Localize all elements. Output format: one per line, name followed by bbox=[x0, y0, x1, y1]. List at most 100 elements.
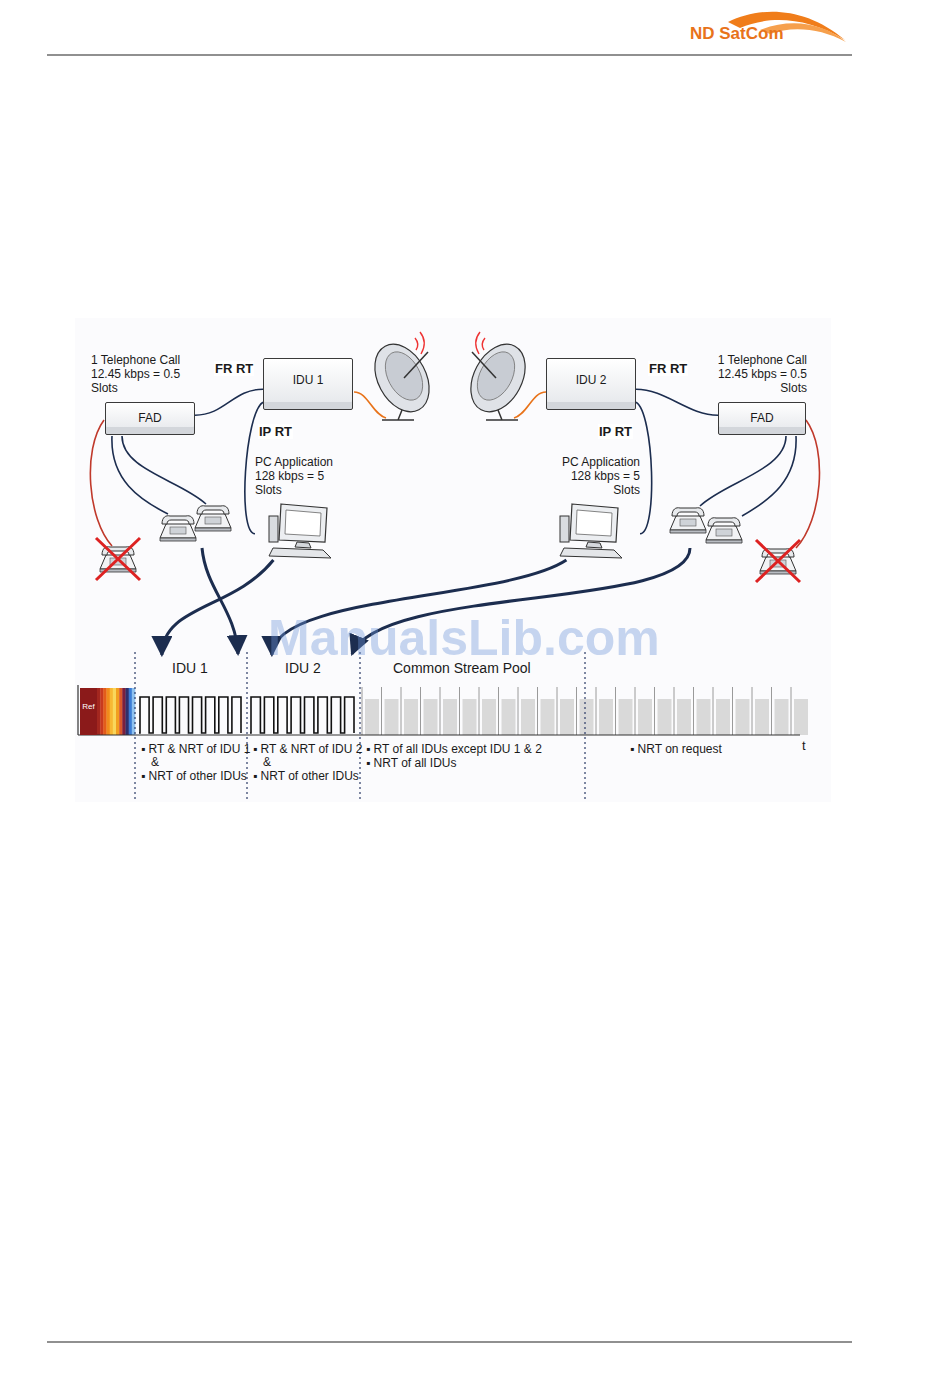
flow-arrow bbox=[202, 548, 238, 654]
slot-tick bbox=[752, 687, 753, 735]
device-name: FAD bbox=[719, 411, 805, 425]
slot-note: ▪ NRT of all IDUs bbox=[366, 757, 589, 770]
common-slot bbox=[794, 699, 808, 735]
slot-tick bbox=[596, 687, 597, 735]
slot-tick bbox=[518, 687, 519, 735]
slot-tick bbox=[635, 687, 636, 735]
flow-arrow bbox=[162, 560, 274, 655]
common-slot bbox=[580, 699, 594, 735]
device-box: IDU 2 bbox=[546, 358, 636, 410]
call-note: 1 Telephone Call 12.45 kbps = 0.5 Slots bbox=[695, 353, 807, 395]
slot-tick bbox=[713, 687, 714, 735]
slot-tick bbox=[401, 687, 402, 735]
pc-tower bbox=[560, 516, 569, 542]
reference-label: Ref bbox=[80, 702, 97, 711]
monitor-stand bbox=[295, 542, 311, 548]
slot-heading: IDU 1 bbox=[172, 660, 208, 676]
phone-wire bbox=[122, 436, 206, 504]
slot-tick bbox=[791, 687, 792, 735]
common-slot bbox=[599, 699, 613, 735]
reference-stripe bbox=[100, 688, 104, 735]
slot-tick bbox=[537, 687, 538, 735]
keyboard bbox=[269, 548, 331, 558]
screen bbox=[285, 510, 321, 536]
telephone bbox=[670, 508, 706, 533]
pc-icon bbox=[267, 502, 337, 560]
common-slot bbox=[755, 699, 769, 735]
slot-tick bbox=[440, 687, 441, 735]
slot-tick bbox=[771, 687, 772, 735]
link-label: FR RT bbox=[214, 361, 254, 376]
common-slot bbox=[658, 699, 672, 735]
reference-stripe bbox=[103, 688, 107, 735]
reference-stripe bbox=[119, 688, 123, 735]
time-axis bbox=[78, 734, 800, 735]
drawing-part bbox=[378, 346, 431, 407]
common-slot bbox=[697, 699, 711, 735]
dish-cable bbox=[354, 392, 386, 418]
slot-tick bbox=[674, 687, 675, 735]
drawing-part bbox=[470, 346, 523, 407]
device-name: IDU 1 bbox=[264, 373, 352, 387]
slot-tick bbox=[576, 687, 577, 735]
link-cable bbox=[195, 389, 263, 415]
common-slot bbox=[677, 699, 691, 735]
slot-note: ▪ RT of all IDUs except IDU 1 & 2 bbox=[366, 743, 589, 756]
reference-stripe bbox=[122, 688, 126, 735]
drawing-part bbox=[364, 335, 440, 421]
header-rule bbox=[47, 54, 852, 55]
drawing-part bbox=[460, 335, 536, 421]
slot-tick bbox=[693, 687, 694, 735]
slot-pulse bbox=[139, 697, 241, 733]
footer-rule bbox=[47, 1341, 852, 1342]
dish-cable bbox=[514, 392, 546, 418]
common-slot bbox=[736, 699, 750, 735]
drawing-part bbox=[476, 332, 485, 354]
phone-wire bbox=[700, 436, 786, 506]
drawing-part bbox=[134, 652, 135, 800]
slot-tick bbox=[557, 687, 558, 735]
timeslot-band: IDU 1▪ RT & NRT of IDU 1 &▪ NRT of other… bbox=[135, 655, 247, 800]
diagram-ground bbox=[75, 318, 831, 802]
pc-note: PC Application 128 kbps = 5 Slots bbox=[255, 455, 347, 497]
common-slot bbox=[541, 699, 555, 735]
drawing-part bbox=[472, 352, 496, 378]
drawing-part bbox=[359, 652, 360, 800]
slot-note: ▪ NRT on request bbox=[630, 743, 804, 756]
common-slot bbox=[424, 699, 438, 735]
common-slot bbox=[521, 699, 535, 735]
common-slot bbox=[385, 699, 399, 735]
reference-stripe bbox=[129, 688, 133, 735]
telephone bbox=[195, 506, 231, 531]
common-slot bbox=[443, 699, 457, 735]
pc-node: PC Application 128 kbps = 5 Slots bbox=[548, 455, 640, 560]
common-slot bbox=[404, 699, 418, 735]
timeslot-band: Common Stream Pool▪ RT of all IDUs excep… bbox=[360, 655, 585, 800]
satellite-dish bbox=[460, 332, 536, 421]
slot-tick bbox=[654, 687, 655, 735]
drawing-part bbox=[382, 410, 414, 420]
slot-tick bbox=[498, 687, 499, 735]
reference-stripe bbox=[97, 688, 101, 735]
slot-tick bbox=[732, 687, 733, 735]
slot-note: ▪ RT & NRT of IDU 2 & bbox=[253, 743, 364, 769]
pc-node: PC Application 128 kbps = 5 Slots bbox=[255, 455, 347, 560]
drawing-part bbox=[584, 652, 585, 800]
drawing-part bbox=[486, 410, 518, 420]
common-slot bbox=[619, 699, 633, 735]
monitor bbox=[570, 504, 618, 542]
common-slot bbox=[716, 699, 730, 735]
link-cable bbox=[636, 389, 718, 415]
device-box: IDU 1 bbox=[263, 358, 353, 410]
satellite-dish bbox=[364, 332, 440, 421]
cross-out bbox=[756, 540, 800, 582]
keyboard bbox=[560, 548, 622, 558]
slot-note: ▪ RT & NRT of IDU 1 & bbox=[141, 743, 251, 769]
slot-tick bbox=[459, 687, 460, 735]
reference-stripe bbox=[113, 688, 117, 735]
timeslot-band: ▪ NRT on request bbox=[585, 655, 800, 800]
pc-icon bbox=[558, 502, 628, 560]
